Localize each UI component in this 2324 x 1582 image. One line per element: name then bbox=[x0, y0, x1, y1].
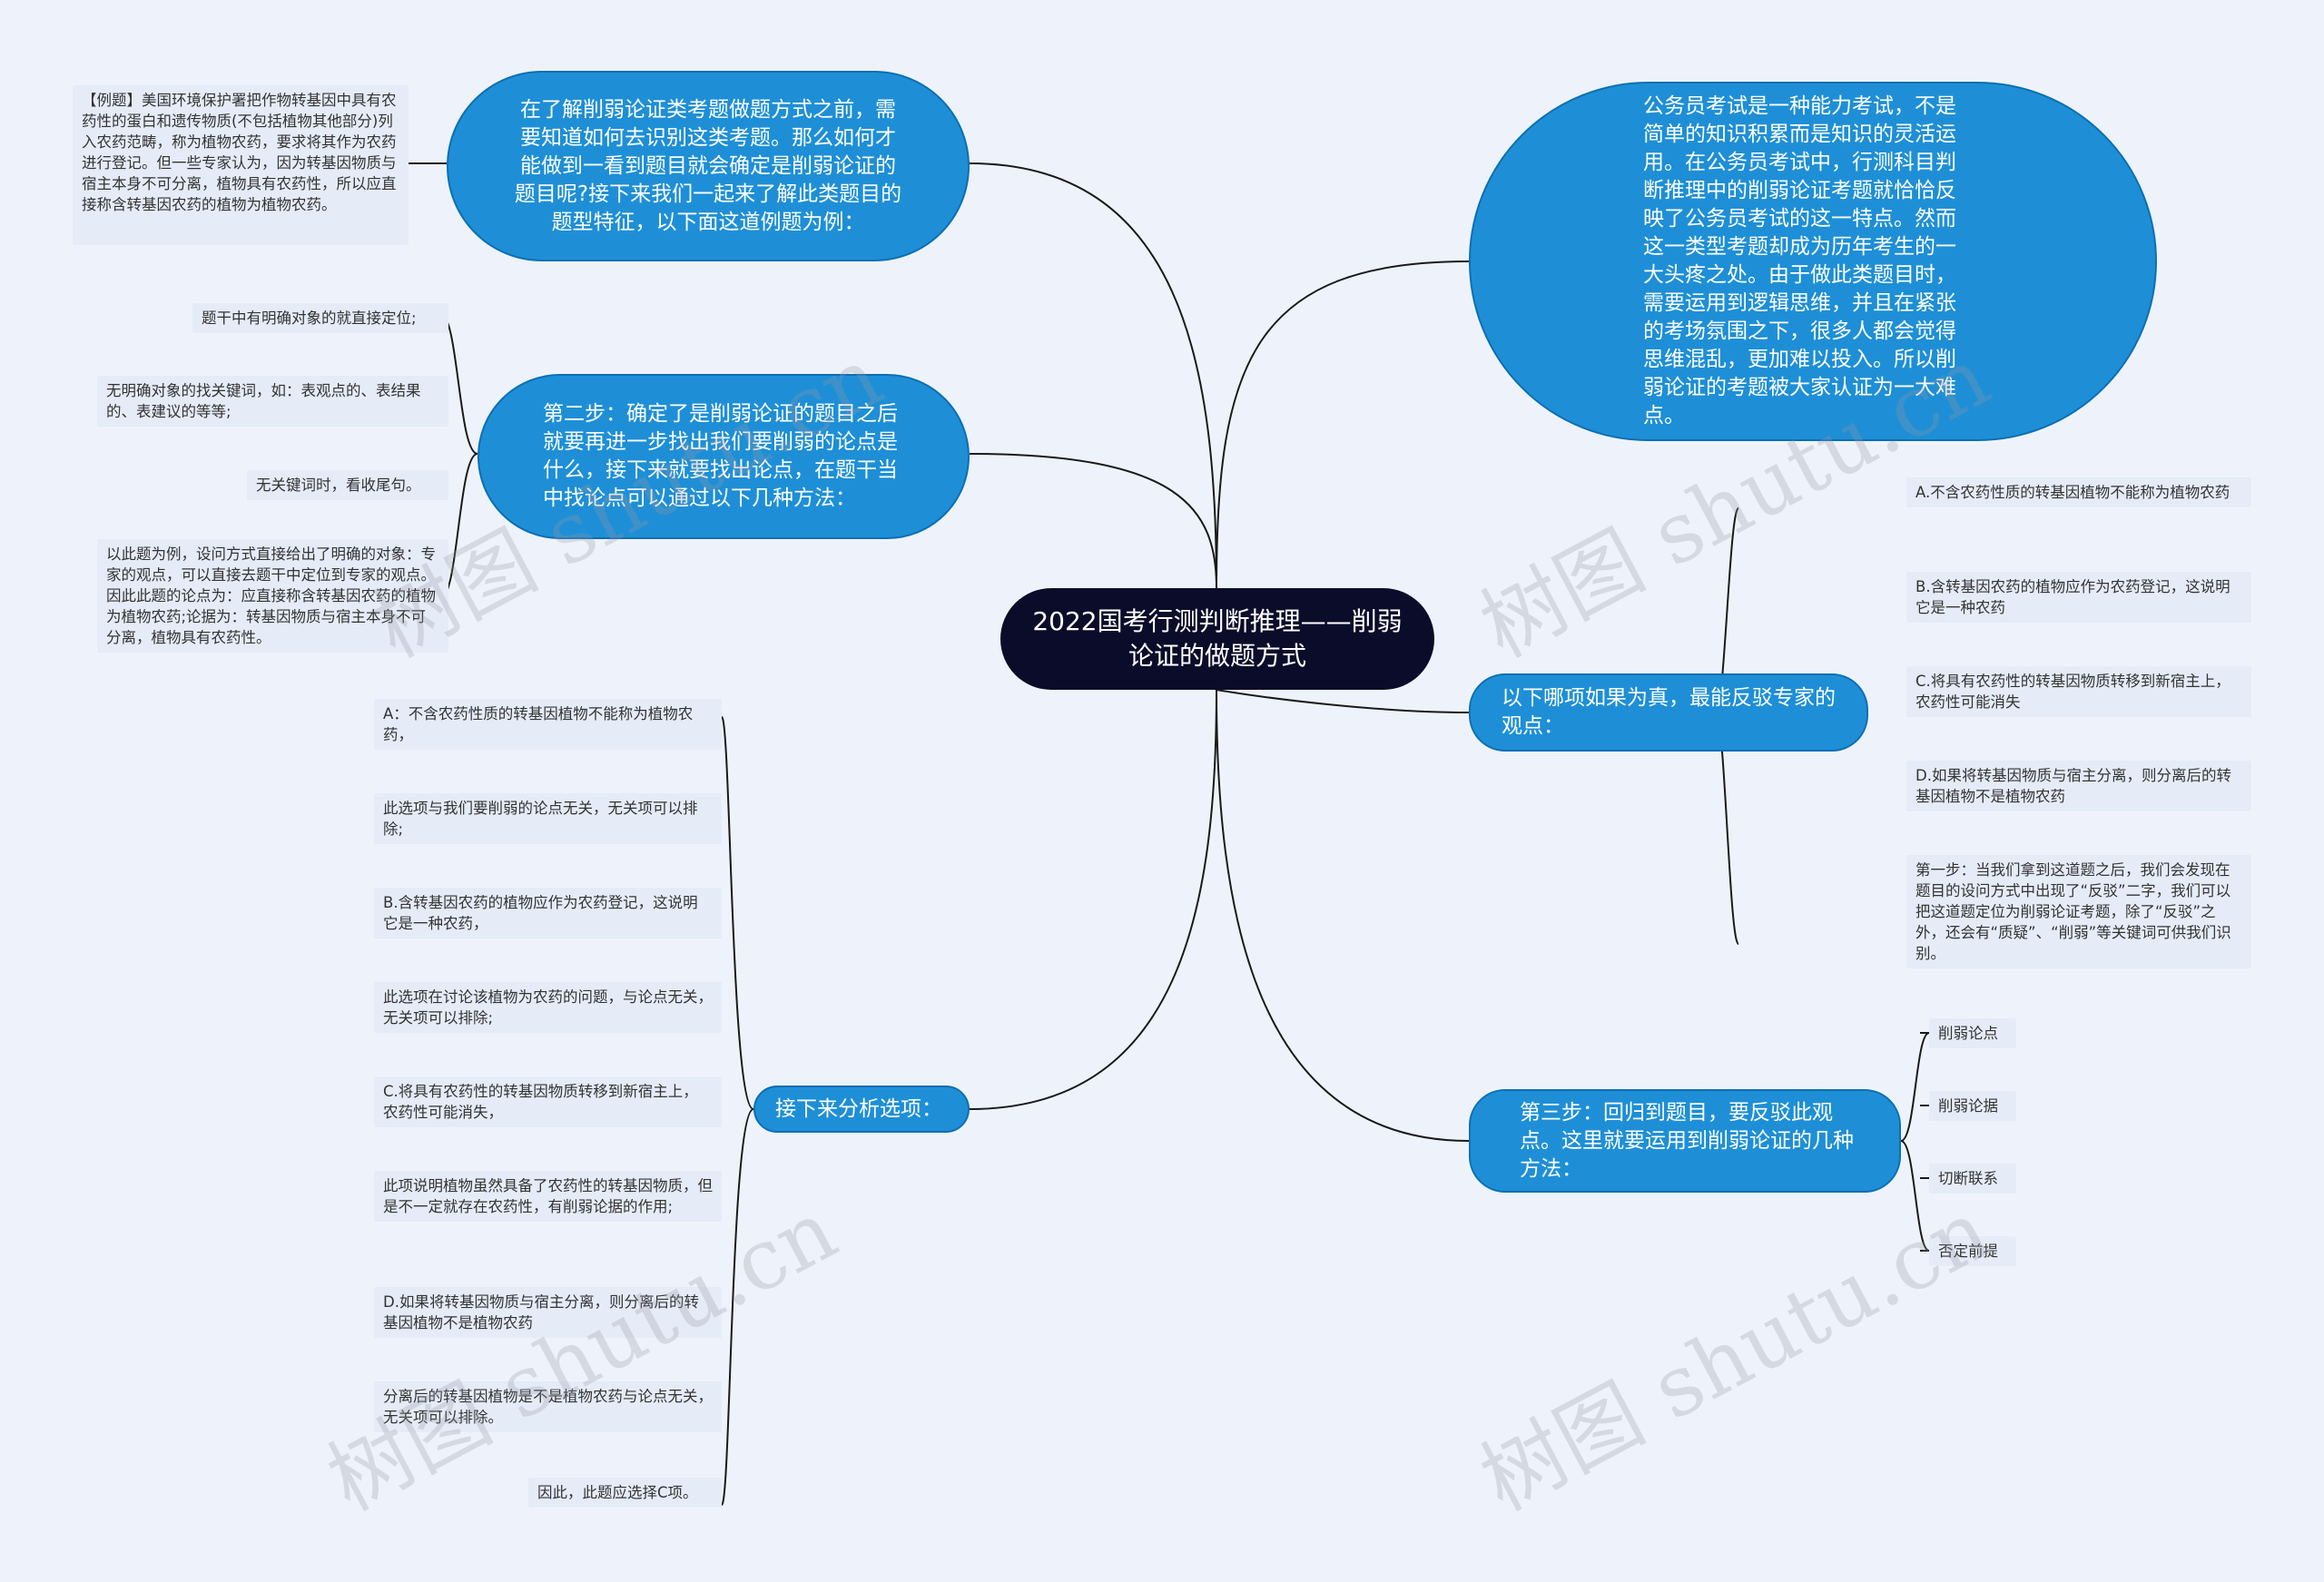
example-leaf-text: 【例题】美国环境保护署把作物转基因中具有农药性的蛋白和遗传物质(不包括植物其他部… bbox=[82, 92, 397, 213]
question-text: 以下哪项如果为真，最能反驳专家的观点： bbox=[1502, 686, 1836, 738]
option-b-leaf[interactable]: B.含转基因农药的植物应作为农药登记，这说明它是一种农药 bbox=[1906, 572, 2251, 623]
link-analyze-bracket bbox=[721, 716, 754, 1506]
link-root-left-intro bbox=[969, 162, 1217, 589]
analyze-leaf-4[interactable]: 此选项在讨论该植物为农药的问题，与论点无关，无关项可以排除; bbox=[374, 982, 722, 1033]
step2-leaf-1[interactable]: 题干中有明确对象的就直接定位; bbox=[192, 303, 448, 333]
method-leaf-2[interactable]: 削弱论据 bbox=[1929, 1091, 2016, 1121]
step2-leaf-4[interactable]: 以此题为例，设问方式直接给出了明确的对象：专家的观点，可以直接去题干中定位到专家… bbox=[97, 539, 448, 653]
option-a-leaf[interactable]: A.不含农药性质的转基因植物不能称为植物农药 bbox=[1906, 477, 2251, 507]
option-a-text: A.不含农药性质的转基因植物不能称为植物农药 bbox=[1915, 484, 2230, 501]
analyze-leaf-2-text: 此选项与我们要削弱的论点无关，无关项可以排除; bbox=[383, 800, 698, 838]
step3-bubble[interactable]: 第三步：回归到题目，要反驳此观点。这里就要运用到削弱论证的几种方法： bbox=[1469, 1089, 1901, 1193]
link-root-step2 bbox=[969, 453, 1217, 589]
root-title: 2022国考行测判断推理——削弱论证的做题方式 bbox=[1032, 606, 1403, 671]
link-root-step3 bbox=[1216, 689, 1470, 1142]
method-leaf-1-text: 削弱论点 bbox=[1938, 1025, 1998, 1042]
analyze-leaf-9-text: 因此，此题应选择C项。 bbox=[537, 1484, 698, 1501]
question-node[interactable]: 以下哪项如果为真，最能反驳专家的观点： bbox=[1469, 673, 1868, 752]
analyze-leaf-8[interactable]: 分离后的转基因植物是不是植物农药与论点无关，无关项可以排除。 bbox=[374, 1381, 722, 1432]
step2-leaf-2-text: 无明确对象的找关键词，如：表观点的、表结果的、表建议的等等; bbox=[106, 382, 421, 420]
link-root-analyze bbox=[969, 689, 1217, 1110]
analyze-leaf-1[interactable]: A：不含农药性质的转基因植物不能称为植物农药， bbox=[374, 699, 722, 750]
method-leaf-2-text: 削弱论据 bbox=[1938, 1097, 1998, 1115]
step1-text: 第一步：当我们拿到这道题之后，我们会发现在题目的设问方式中出现了“反驳”二字，我… bbox=[1915, 861, 2231, 962]
link-root-question bbox=[1216, 689, 1470, 713]
link-step3-bracket bbox=[1900, 1032, 1930, 1252]
option-d-text: D.如果将转基因物质与宿主分离，则分离后的转基因植物不是植物农药 bbox=[1915, 767, 2231, 805]
analyze-leaf-5-text: C.将具有农药性的转基因物质转移到新宿主上，农药性可能消失， bbox=[383, 1083, 698, 1121]
analyze-leaf-8-text: 分离后的转基因植物是不是植物农药与论点无关，无关项可以排除。 bbox=[383, 1388, 713, 1426]
analyze-leaf-7-text: D.如果将转基因物质与宿主分离，则分离后的转基因植物不是植物农药 bbox=[383, 1293, 699, 1331]
analyze-leaf-6[interactable]: 此项说明植物虽然具备了农药性的转基因物质，但是不一定就存在农药性，有削弱论据的作… bbox=[374, 1171, 722, 1222]
step2-bubble[interactable]: 第二步：确定了是削弱论证的题目之后就要再进一步找出我们要削弱的论点是什么，接下来… bbox=[478, 374, 970, 539]
analyze-leaf-1-text: A：不含农药性质的转基因植物不能称为植物农药， bbox=[383, 705, 694, 743]
step2-leaf-2[interactable]: 无明确对象的找关键词，如：表观点的、表结果的、表建议的等等; bbox=[97, 376, 448, 427]
analyze-node[interactable]: 接下来分析选项： bbox=[753, 1086, 970, 1133]
analyze-leaf-6-text: 此项说明植物虽然具备了农药性的转基因物质，但是不一定就存在农药性，有削弱论据的作… bbox=[383, 1177, 713, 1215]
method-leaf-3-text: 切断联系 bbox=[1938, 1170, 1998, 1187]
analyze-leaf-3[interactable]: B.含转基因农药的植物应作为农药登记，这说明它是一种农药， bbox=[374, 888, 722, 938]
step2-leaf-4-text: 以此题为例，设问方式直接给出了明确的对象：专家的观点，可以直接去题干中定位到专家… bbox=[106, 545, 436, 646]
analyze-leaf-3-text: B.含转基因农药的植物应作为农药登记，这说明它是一种农药， bbox=[383, 894, 698, 932]
option-b-text: B.含转基因农药的植物应作为农药登记，这说明它是一种农药 bbox=[1915, 578, 2230, 616]
step2-leaf-1-text: 题干中有明确对象的就直接定位; bbox=[202, 310, 417, 327]
step1-leaf[interactable]: 第一步：当我们拿到这道题之后，我们会发现在题目的设问方式中出现了“反驳”二字，我… bbox=[1906, 855, 2251, 968]
step2-leaf-3[interactable]: 无关键词时，看收尾句。 bbox=[247, 470, 448, 500]
analyze-leaf-9[interactable]: 因此，此题应选择C项。 bbox=[528, 1478, 722, 1508]
step2-text: 第二步：确定了是削弱论证的题目之后就要再进一步找出我们要削弱的论点是什么，接下来… bbox=[543, 402, 898, 510]
example-leaf[interactable]: 【例题】美国环境保护署把作物转基因中具有农药性的蛋白和遗传物质(不包括植物其他部… bbox=[73, 85, 409, 245]
analyze-leaf-5[interactable]: C.将具有农药性的转基因物质转移到新宿主上，农药性可能消失， bbox=[374, 1076, 722, 1127]
option-d-leaf[interactable]: D.如果将转基因物质与宿主分离，则分离后的转基因植物不是植物农药 bbox=[1906, 761, 2251, 811]
left-intro-text: 在了解削弱论证类考题做题方式之前，需要知道如何去识别这类考题。那么如何才能做到一… bbox=[514, 97, 902, 234]
left-intro-bubble[interactable]: 在了解削弱论证类考题做题方式之前，需要知道如何去识别这类考题。那么如何才能做到一… bbox=[447, 71, 970, 261]
analyze-leaf-7[interactable]: D.如果将转基因物质与宿主分离，则分离后的转基因植物不是植物农药 bbox=[374, 1287, 722, 1338]
right-intro-text: 公务员考试是一种能力考试，不是简单的知识积累而是知识的灵活运用。在公务员考试中，… bbox=[1643, 94, 1956, 427]
step2-leaf-3-text: 无关键词时，看收尾句。 bbox=[256, 477, 421, 494]
analyze-leaf-2[interactable]: 此选项与我们要削弱的论点无关，无关项可以排除; bbox=[374, 793, 722, 844]
method-leaf-1[interactable]: 削弱论点 bbox=[1929, 1018, 2016, 1048]
option-c-text: C.将具有农药性的转基因物质转移到新宿主上，农药性可能消失 bbox=[1915, 673, 2230, 711]
right-intro-bubble[interactable]: 公务员考试是一种能力考试，不是简单的知识积累而是知识的灵活运用。在公务员考试中，… bbox=[1469, 82, 2157, 441]
method-leaf-4[interactable]: 否定前提 bbox=[1929, 1236, 2016, 1266]
root-topic[interactable]: 2022国考行测判断推理——削弱论证的做题方式 bbox=[1000, 588, 1434, 690]
analyze-leaf-4-text: 此选项在讨论该植物为农药的问题，与论点无关，无关项可以排除; bbox=[383, 988, 713, 1027]
analyze-text: 接下来分析选项： bbox=[775, 1096, 942, 1121]
method-leaf-4-text: 否定前提 bbox=[1938, 1243, 1998, 1260]
option-c-leaf[interactable]: C.将具有农药性的转基因物质转移到新宿主上，农药性可能消失 bbox=[1906, 666, 2251, 717]
link-root-right-intro bbox=[1216, 260, 1470, 589]
method-leaf-3[interactable]: 切断联系 bbox=[1929, 1164, 2016, 1194]
step3-text: 第三步：回归到题目，要反驳此观点。这里就要运用到削弱论证的几种方法： bbox=[1520, 1100, 1854, 1181]
